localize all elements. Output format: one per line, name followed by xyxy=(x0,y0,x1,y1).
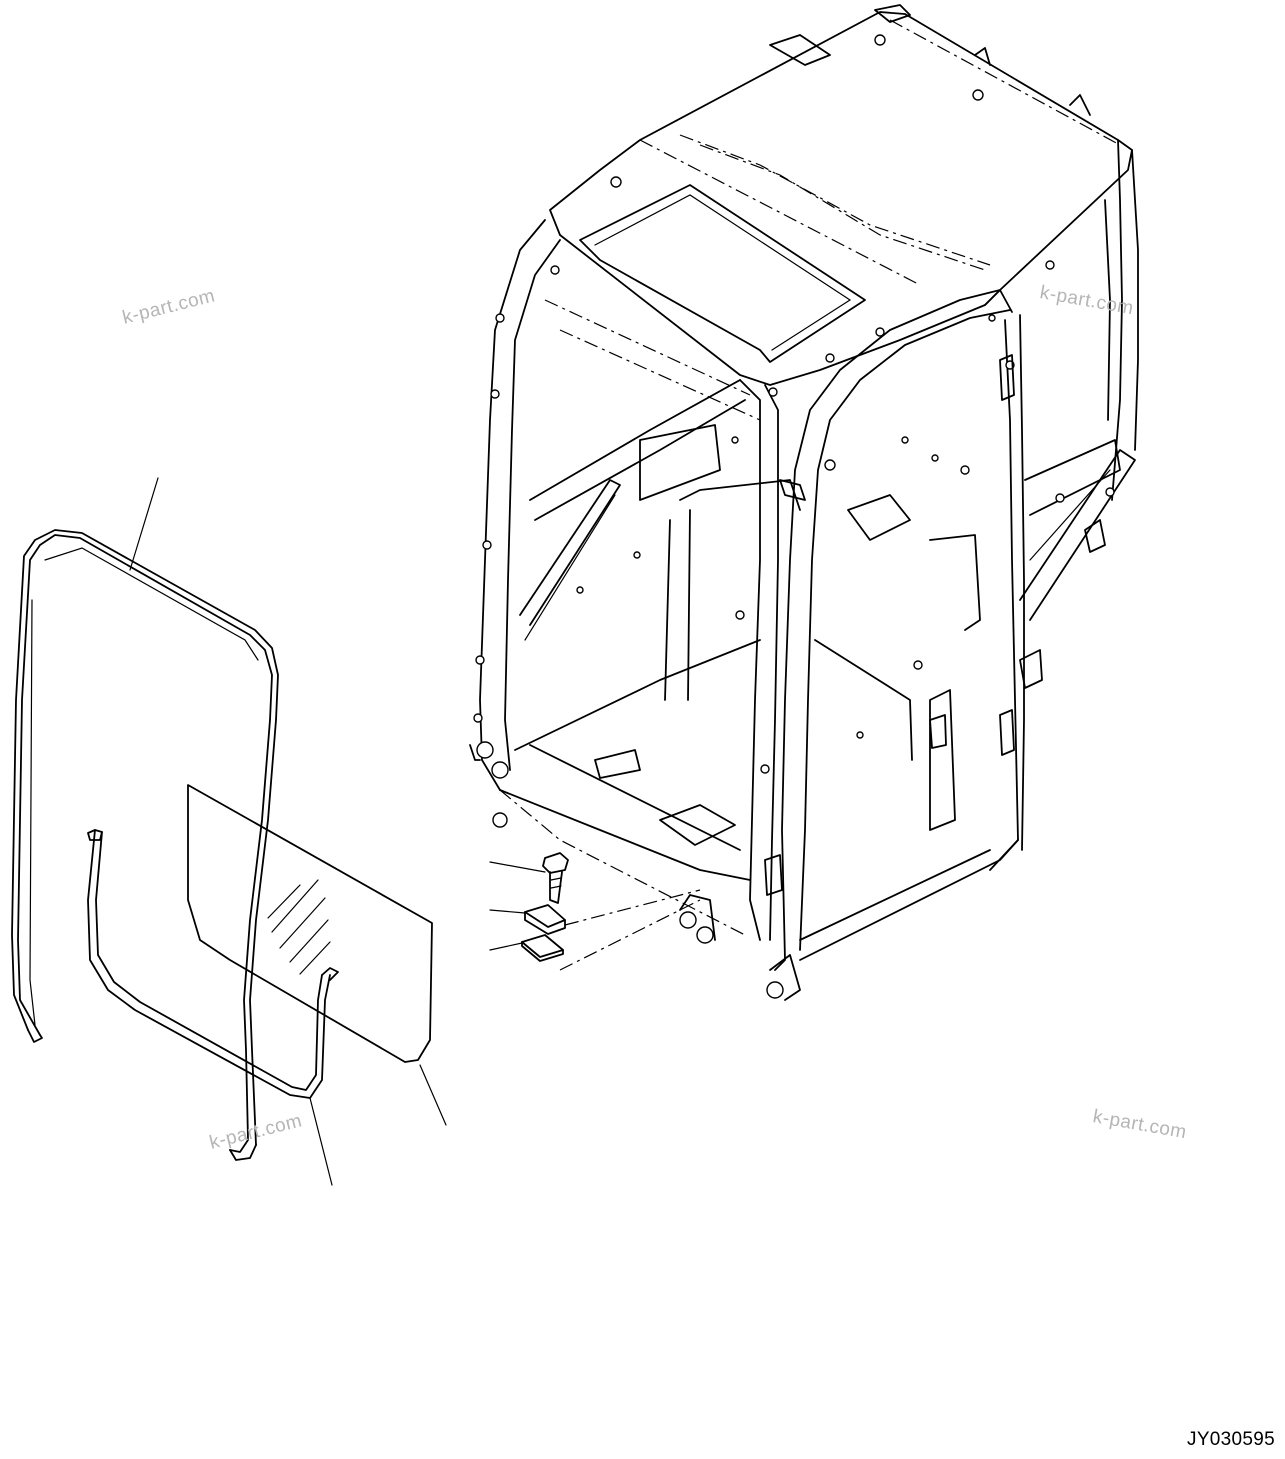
cab-frame xyxy=(469,4,1139,1001)
door-glass-seal xyxy=(11,529,279,1161)
door-catch-shim xyxy=(521,934,564,962)
door-catch-bolt xyxy=(542,852,569,904)
glass-lower-seal xyxy=(87,829,339,1099)
door-catch-plate xyxy=(524,904,566,935)
callout-leaders xyxy=(129,477,701,1186)
figure-code: JY030595 xyxy=(1187,1429,1275,1450)
door-glass-pane xyxy=(187,784,433,1063)
